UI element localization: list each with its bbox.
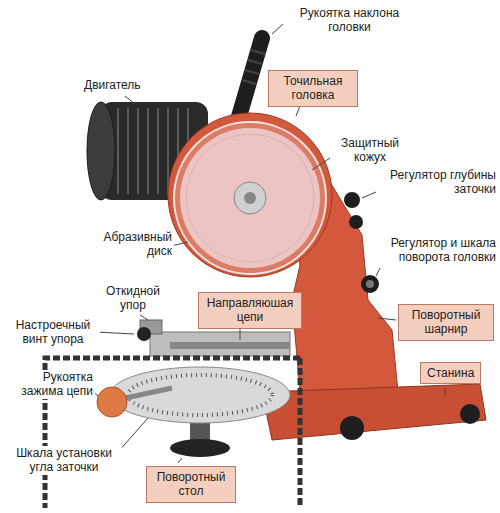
clamp-ball xyxy=(97,387,127,417)
chain-guide-figure xyxy=(150,332,290,356)
part-name: Точильная головка xyxy=(275,74,351,103)
part-label: Шкала установки угла заточки xyxy=(6,446,122,475)
part-name: Поворотный стол xyxy=(153,470,229,499)
table-figure xyxy=(110,367,290,423)
part-box: Точильная головка xyxy=(268,70,358,107)
base-figure xyxy=(262,384,486,440)
part-name: Поворотный шарнир xyxy=(405,308,487,337)
part-label: Рукоятка наклона головки xyxy=(285,6,414,35)
part-box: Станина xyxy=(420,362,481,384)
part-label: Настроечный винт упора xyxy=(6,318,100,347)
head-figure xyxy=(168,113,332,277)
part-label: Рукоятка зажима цепи xyxy=(6,370,95,399)
handle-figure xyxy=(238,38,262,120)
part-label: Защитный кожух xyxy=(332,136,408,165)
part-name: Станина xyxy=(427,366,474,380)
part-box: Направляюшая цепи xyxy=(198,292,302,329)
part-label: Регулятор глубины заточки xyxy=(378,168,498,197)
part-box: Поворотный стол xyxy=(146,466,236,503)
part-name: Направляюшая цепи xyxy=(205,296,295,325)
part-label: Регулятор и шкала поворота головки xyxy=(372,236,498,265)
part-label: Абразивный диск xyxy=(88,230,174,259)
part-label: Откидной упор xyxy=(98,284,168,313)
part-label: Двигатель xyxy=(82,78,143,92)
part-box: Поворотный шарнир xyxy=(398,304,494,341)
